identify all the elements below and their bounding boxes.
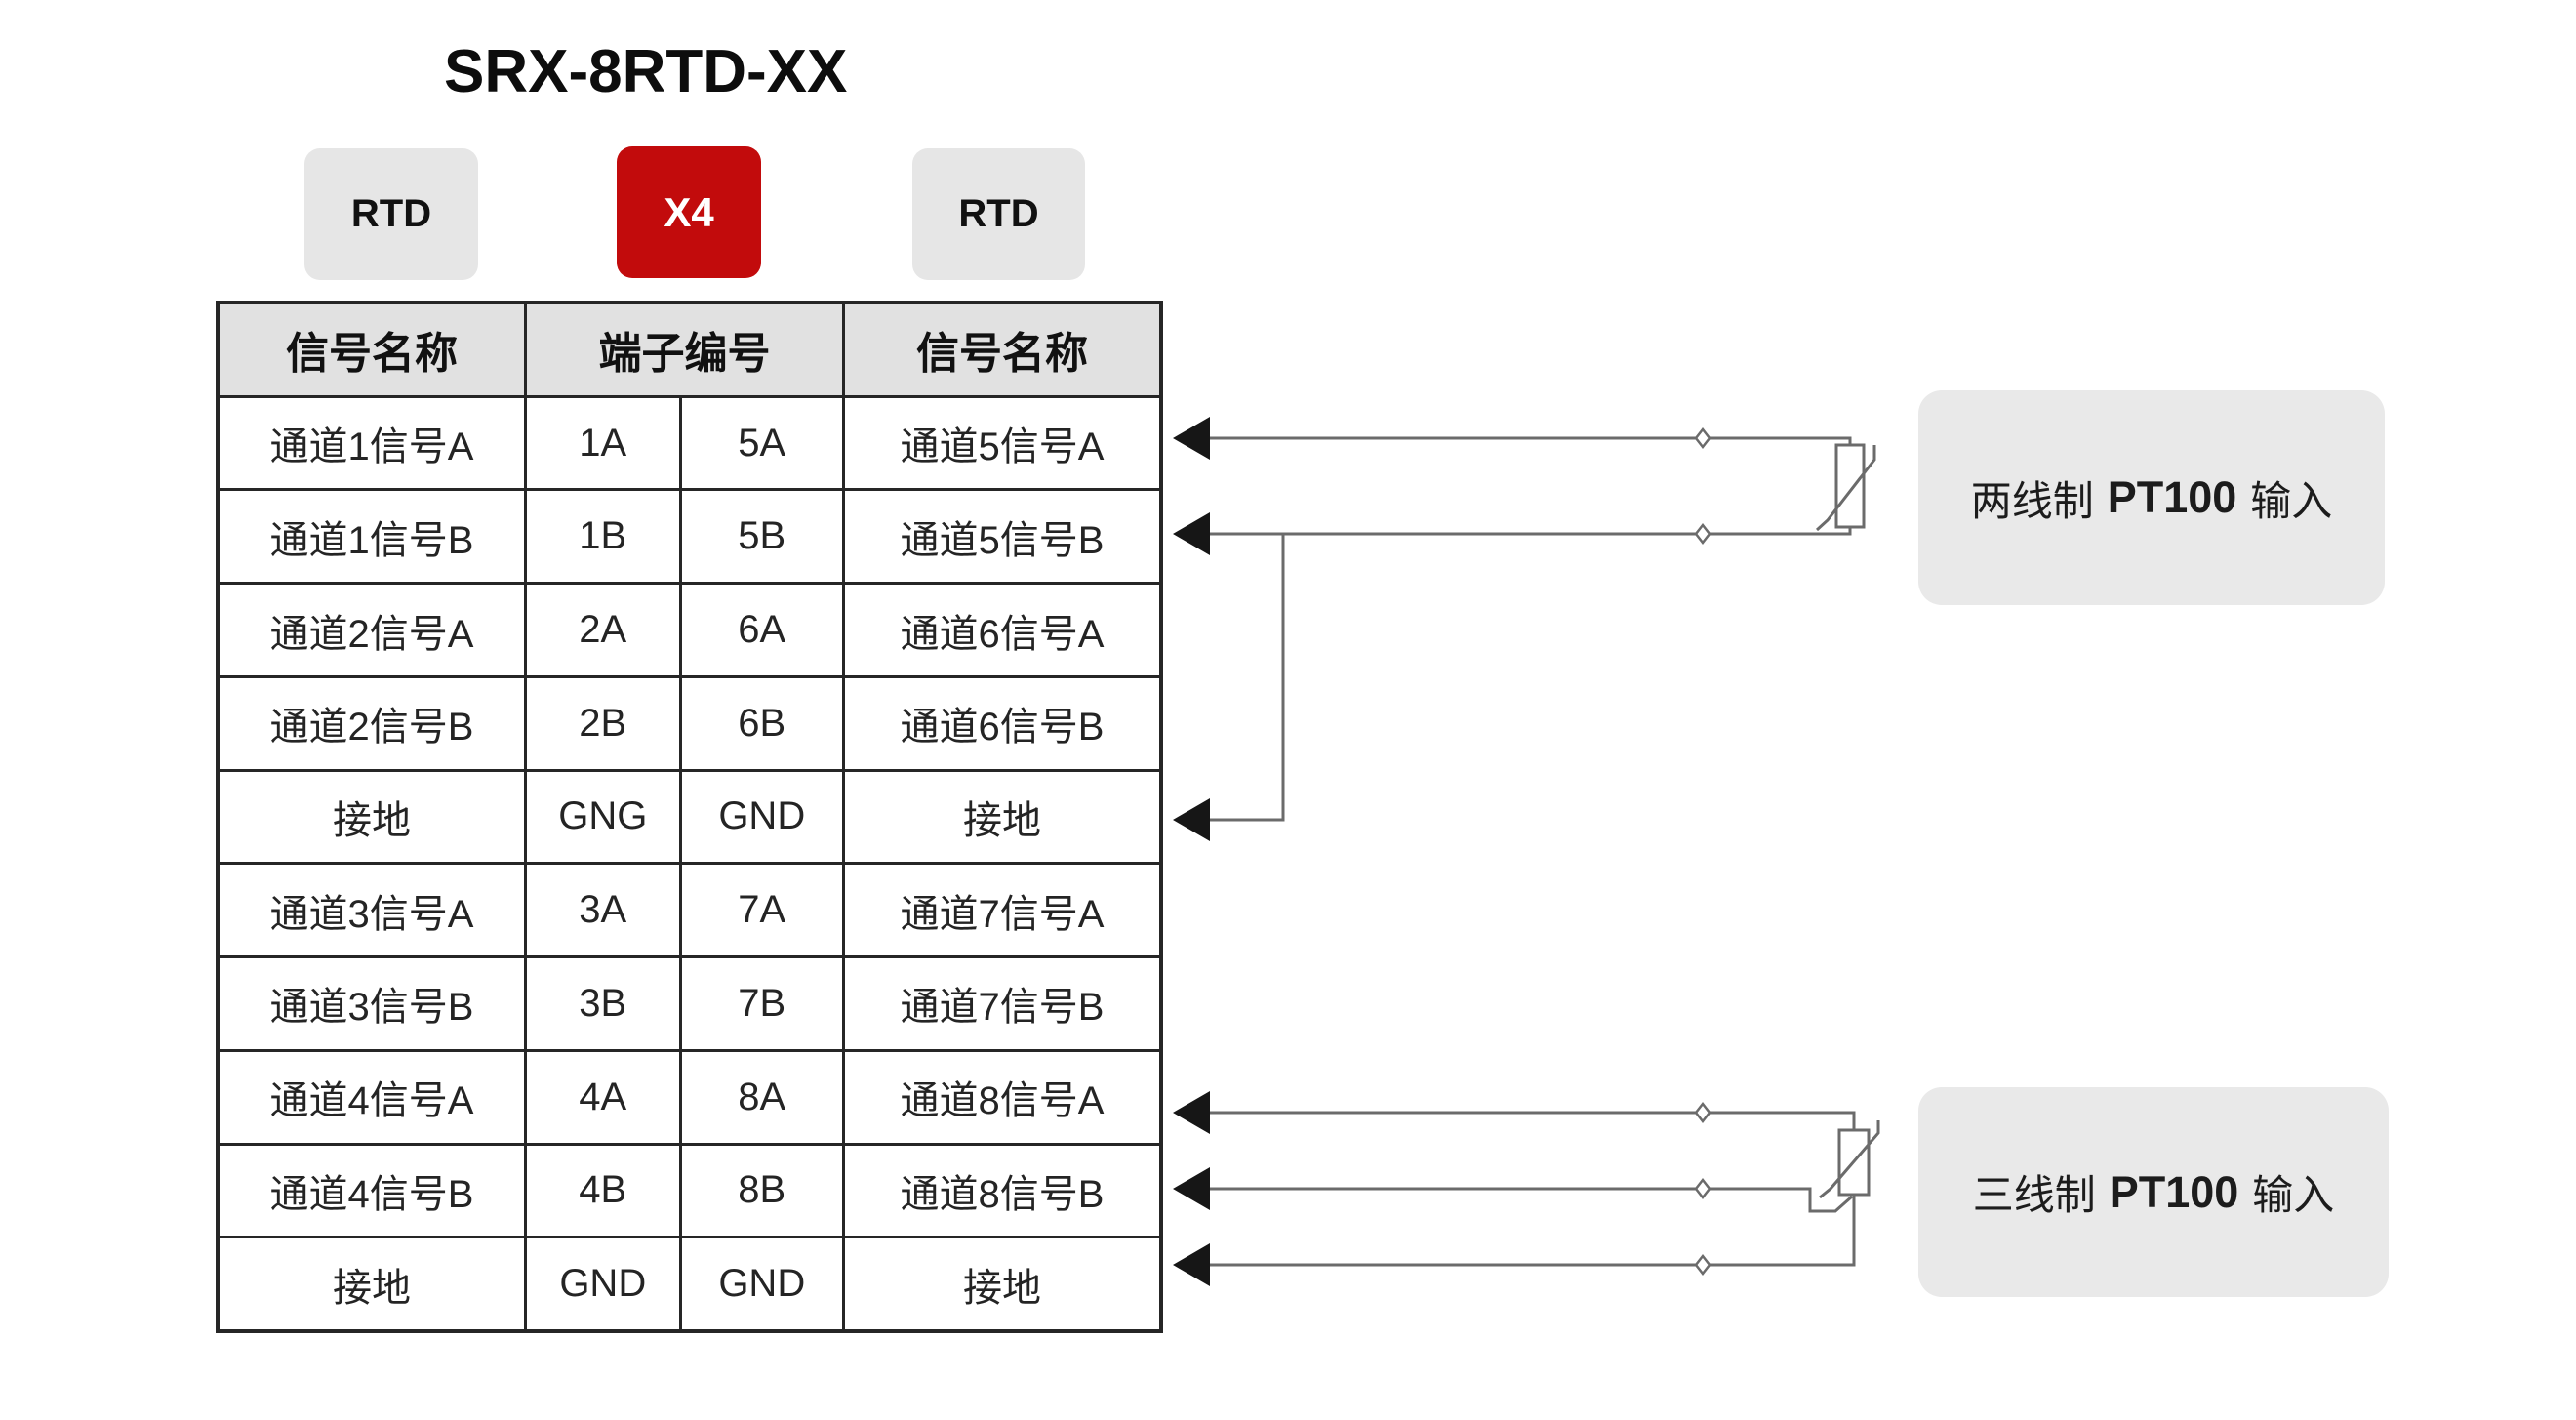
table-cell: 通道6信号B bbox=[845, 677, 1159, 769]
wire-arrow-icon bbox=[1173, 512, 1210, 555]
wire-8a bbox=[1208, 1111, 1856, 1130]
rtd-badge-right: RTD bbox=[912, 148, 1085, 280]
table-cell: 1B bbox=[527, 491, 679, 583]
label-suffix: 输入 bbox=[2250, 477, 2333, 524]
connector-diamond-icon bbox=[1694, 1177, 1711, 1200]
table-cell: 通道3信号A bbox=[220, 865, 525, 956]
wire-arrow-icon bbox=[1173, 417, 1210, 460]
table-cell: 接地 bbox=[220, 1238, 525, 1329]
three-wire-pt100-circuit bbox=[1173, 1091, 1880, 1286]
table-cell: 通道4信号B bbox=[220, 1145, 525, 1237]
table-cell: 通道5信号A bbox=[845, 397, 1159, 489]
table-cell: 通道6信号A bbox=[845, 585, 1159, 675]
three-wire-pt100-label: 三线制 PT100 输入 bbox=[1918, 1087, 2389, 1297]
table-cell: 4A bbox=[527, 1051, 679, 1143]
table-header-signal-left: 信号名称 bbox=[220, 304, 525, 395]
rtd-badge-left: RTD bbox=[304, 148, 478, 280]
page-title: SRX-8RTD-XX bbox=[444, 38, 848, 105]
table-cell: GNG bbox=[527, 771, 679, 863]
table-cell: 通道3信号B bbox=[220, 958, 525, 1049]
table-cell: 通道7信号A bbox=[845, 865, 1159, 956]
label-prefix: 两线制 bbox=[1970, 477, 2094, 524]
two-wire-pt100-circuit bbox=[1173, 417, 1876, 841]
table-cell: 通道1信号B bbox=[220, 491, 525, 583]
table-cell: 8A bbox=[681, 1051, 842, 1143]
table-cell: GND bbox=[527, 1238, 679, 1329]
table-cell: 3A bbox=[527, 865, 679, 956]
table-cell: 2A bbox=[527, 585, 679, 675]
table-cell: 接地 bbox=[220, 771, 525, 863]
rtd-resistor-icon bbox=[1819, 1120, 1880, 1199]
table-cell: 5A bbox=[681, 397, 842, 489]
table-cell: 接地 bbox=[845, 1238, 1159, 1329]
wire-5a bbox=[1208, 436, 1852, 445]
table-cell: 2B bbox=[527, 677, 679, 769]
connector-diamond-icon bbox=[1694, 1253, 1711, 1277]
table-cell: 通道5信号B bbox=[845, 491, 1159, 583]
terminal-table: 信号名称 端子编号 信号名称 通道1信号A 1A 5A 通道5信号A 通道1信号… bbox=[216, 301, 1163, 1333]
wire-arrow-icon bbox=[1173, 1091, 1210, 1134]
table-cell: 通道7信号B bbox=[845, 958, 1159, 1049]
table-header-signal-right: 信号名称 bbox=[845, 304, 1159, 395]
wire-8b bbox=[1208, 1187, 1853, 1213]
table-cell: 通道2信号A bbox=[220, 585, 525, 675]
table-cell: 3B bbox=[527, 958, 679, 1049]
connector-diamond-icon bbox=[1694, 1101, 1711, 1124]
connector-diamond-icon bbox=[1694, 426, 1711, 450]
table-cell: GND bbox=[681, 771, 842, 863]
two-wire-pt100-label: 两线制 PT100 输入 bbox=[1918, 390, 2385, 605]
table-cell: 通道8信号B bbox=[845, 1145, 1159, 1237]
table-cell: 接地 bbox=[845, 771, 1159, 863]
table-cell: GND bbox=[681, 1238, 842, 1329]
wire-gnd-branch bbox=[1208, 534, 1285, 822]
wire-arrow-icon bbox=[1173, 1167, 1210, 1210]
wire-arrow-icon bbox=[1173, 798, 1210, 841]
label-suffix: 输入 bbox=[2252, 1172, 2335, 1218]
table-header-terminal: 端子编号 bbox=[527, 304, 842, 395]
rtd-resistor-icon bbox=[1815, 443, 1876, 532]
table-cell: 4B bbox=[527, 1145, 679, 1237]
table-cell: 通道8信号A bbox=[845, 1051, 1159, 1143]
table-cell: 6B bbox=[681, 677, 842, 769]
table-cell: 7A bbox=[681, 865, 842, 956]
wire-gnd bbox=[1208, 1195, 1856, 1267]
table-cell: 通道2信号B bbox=[220, 677, 525, 769]
table-cell: 7B bbox=[681, 958, 842, 1049]
table-cell: 通道4信号A bbox=[220, 1051, 525, 1143]
label-prefix: 三线制 bbox=[1972, 1172, 2096, 1218]
wire-arrow-icon bbox=[1173, 1243, 1210, 1286]
label-model: PT100 bbox=[2107, 472, 2237, 522]
table-cell: 1A bbox=[527, 397, 679, 489]
table-cell: 5B bbox=[681, 491, 842, 583]
wire-5b bbox=[1208, 527, 1852, 536]
table-cell: 8B bbox=[681, 1145, 842, 1237]
label-model: PT100 bbox=[2109, 1166, 2239, 1217]
table-cell: 6A bbox=[681, 585, 842, 675]
table-cell: 通道1信号A bbox=[220, 397, 525, 489]
connector-diamond-icon bbox=[1694, 522, 1711, 546]
x4-multiplier-badge: X4 bbox=[617, 146, 761, 278]
